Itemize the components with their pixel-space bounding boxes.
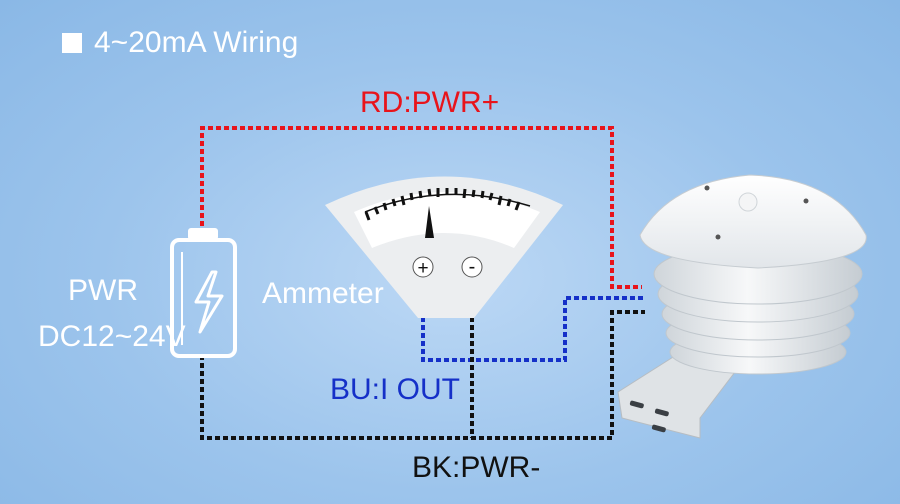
ammeter-label: Ammeter <box>262 277 384 310</box>
blue-wire <box>421 285 645 362</box>
power-supply-label: PWR DC12~24V <box>38 268 186 360</box>
power-label-line2: DC12~24V <box>38 320 186 353</box>
diagram-title-text: 4~20mA Wiring <box>94 26 299 59</box>
battery-icon <box>170 228 237 358</box>
diagram-title: 4~20mA Wiring <box>62 26 298 60</box>
sensor-housing-icon <box>617 174 867 439</box>
square-bullet-icon <box>62 33 82 53</box>
red-wire-label: RD:PWR+ <box>360 86 500 119</box>
ammeter-needle <box>425 206 434 238</box>
ammeter-plus-terminal: + <box>417 258 428 279</box>
blue-wire-label: BU:I OUT <box>330 373 461 406</box>
black-wire-label: BK:PWR- <box>412 451 541 484</box>
red-wire <box>200 126 642 289</box>
ammeter-icon: + - <box>325 176 563 318</box>
black-wire <box>200 310 645 440</box>
ammeter-minus-terminal: - <box>469 256 476 278</box>
power-label-line1: PWR <box>68 274 138 307</box>
